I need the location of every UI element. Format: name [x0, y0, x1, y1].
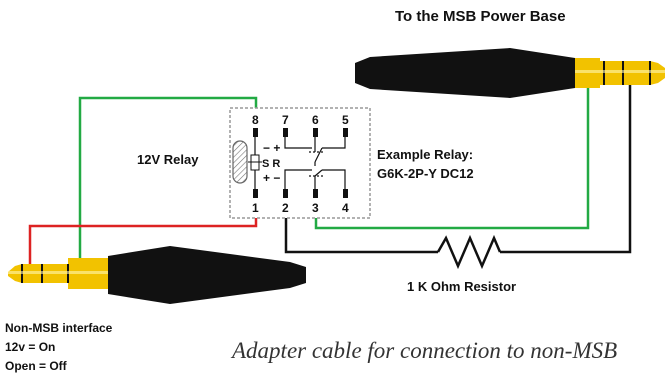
left-plug-non-msb [8, 246, 306, 304]
on-state-note: 12v = On [5, 340, 56, 354]
resistor-label: 1 K Ohm Resistor [407, 279, 517, 294]
coil-signs-top: − + [263, 141, 280, 155]
right-plug-msb [355, 48, 665, 98]
non-msb-interface-label: Non-MSB interface [5, 321, 113, 335]
relay-pin-7: 7 [282, 113, 289, 127]
coil-signs-bottom: + − [263, 171, 280, 185]
relay-pin-2: 2 [282, 201, 289, 215]
relay-top-pin-stubs [253, 128, 348, 137]
relay-pin-1: 1 [252, 201, 259, 215]
diagram-caption: Adapter cable for connection to non-MSB [232, 338, 618, 363]
green-wire-left [78, 96, 258, 268]
relay-pin-6: 6 [312, 113, 319, 127]
relay-pin-3: 3 [312, 201, 319, 215]
example-relay-model: G6K-2P-Y DC12 [377, 166, 474, 181]
black-wire-left [284, 214, 438, 254]
coil-hatch-symbol [232, 140, 248, 184]
relay-switch-contacts [284, 137, 346, 189]
msb-power-base-label: To the MSB Power Base [395, 8, 566, 25]
resistor [436, 234, 502, 270]
green-wire-right [314, 82, 590, 230]
relay-pin-5: 5 [342, 113, 349, 127]
off-state-note: Open = Off [5, 359, 67, 373]
relay-pin-4: 4 [342, 201, 349, 215]
relay-coil [248, 137, 262, 189]
example-relay-label: Example Relay: [377, 147, 474, 162]
relay-bottom-pin-stubs [253, 189, 348, 198]
black-wire-right [500, 82, 632, 254]
coil-letters: S R [262, 158, 280, 170]
relay-label: 12V Relay [137, 152, 199, 167]
red-wire [28, 214, 258, 268]
relay-pin-8: 8 [252, 113, 259, 127]
